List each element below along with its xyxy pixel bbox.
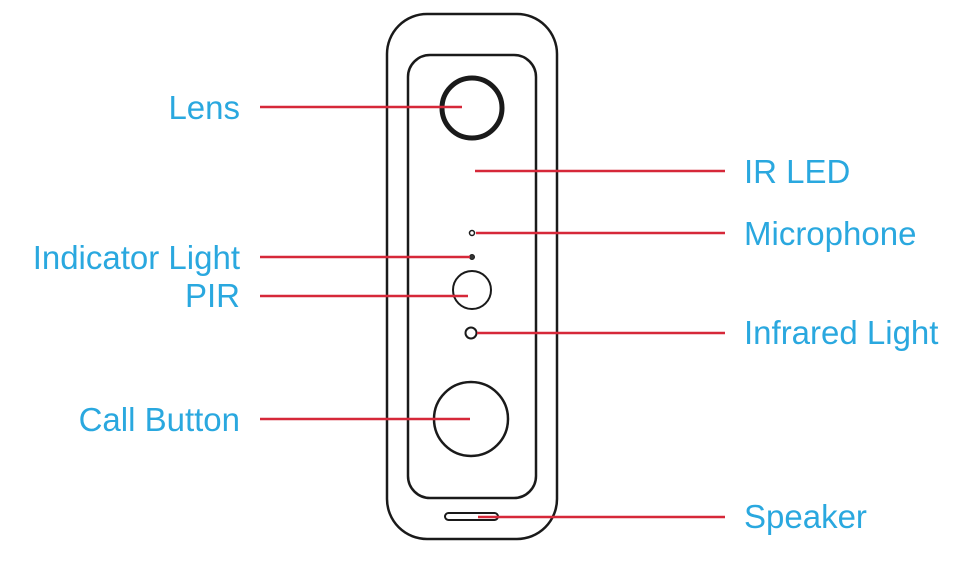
- pir-sensor: [452, 270, 492, 310]
- call-button-label: Call Button: [78, 401, 240, 438]
- lens-label: Lens: [168, 89, 240, 126]
- doorbell-inner-panel: [406, 53, 538, 500]
- infrared-light-label: Infrared Light: [744, 314, 939, 351]
- microphone-label: Microphone: [744, 215, 917, 252]
- speaker-label: Speaker: [744, 498, 867, 535]
- infrared-light-dot: [464, 326, 478, 340]
- pir-label: PIR: [184, 277, 240, 314]
- doorbell-outer-body: [385, 12, 559, 541]
- microphone-hole: [468, 229, 476, 237]
- indicator-light-label: Indicator Light: [32, 239, 240, 276]
- ir-led-label: IR LED: [744, 153, 851, 190]
- indicator-light-dot: [469, 254, 475, 260]
